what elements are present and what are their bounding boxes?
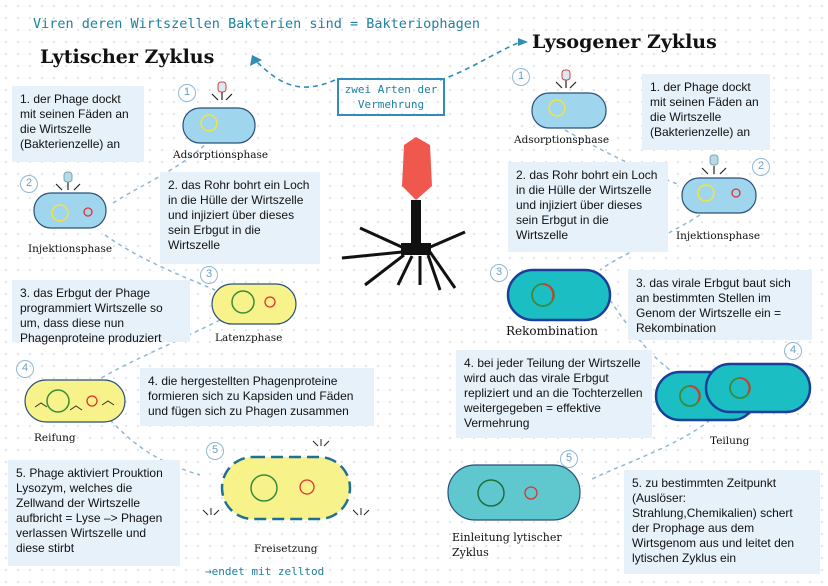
lytic-cell-2 — [33, 171, 107, 229]
lytic-arrow-1 — [109, 139, 211, 206]
lytic-cell-1 — [182, 81, 256, 144]
header-text: Viren deren Wirtszellen Bakterien sind =… — [33, 16, 481, 32]
lyso-step-4-text: 4. bei jeder Teilung der Wirtszelle wird… — [456, 350, 652, 438]
lytic-step-5-text: 5. Phage aktiviert Prouktion Lysozym, we… — [8, 460, 180, 566]
lyso-phase-2-label: Injektionsphase — [676, 230, 761, 242]
lyso-phase-4-label: Teilung — [710, 435, 750, 447]
lyso-step-3-number: 3 — [490, 264, 508, 282]
lyso-step-2-number: 2 — [752, 158, 770, 176]
lytic-cell-4 — [24, 379, 126, 423]
lyso-phase-3-label: Rekombination — [506, 324, 599, 338]
lyso-cell-4 — [654, 362, 812, 422]
lytic-step-4-number: 4 — [16, 360, 34, 378]
lyso-arrow-3 — [609, 299, 671, 371]
lytic-phase-5-label: Freisetzung — [254, 543, 318, 555]
lyso-step-1-text: 1. der Phage dockt mit seinen Fäden an d… — [642, 74, 770, 150]
lytic-step-1-number: 1 — [178, 84, 196, 102]
lyso-step-4-number: 4 — [784, 342, 802, 360]
lytic-step-3-text: 3. das Erbgut der Phage programmiert Wir… — [12, 280, 190, 345]
lyso-step-3-text: 3. das virale Erbgut baut sich an bestim… — [628, 270, 812, 340]
phage-illustration — [341, 137, 466, 291]
lyso-step-1-number: 1 — [512, 68, 530, 86]
lyso-step-5-text: 5. zu bestimmten Zeitpunkt (Auslöser: St… — [624, 470, 820, 574]
lytic-step-1-text: 1. der Phage dockt mit seinen Fäden an d… — [12, 86, 144, 162]
lytic-arrow-3 — [89, 319, 221, 386]
lytic-phase-4-label: Reifung — [34, 432, 76, 444]
lytic-step-2-text: 2. das Rohr bohrt ein Loch in die Hülle … — [160, 172, 320, 264]
lyso-step-2-text: 2. das Rohr bohrt ein Loch in die Hülle … — [508, 162, 668, 252]
lytic-cell-3 — [211, 283, 297, 325]
lyso-cell-2 — [681, 154, 757, 214]
arrow-to-lysogenic — [439, 41, 521, 81]
lytic-title: Lytischer Zyklus — [40, 46, 215, 68]
lytic-step-5-number: 5 — [206, 442, 224, 460]
lyso-cell-1 — [531, 69, 607, 129]
lytic-phase-1-label: Adsorptionsphase — [173, 149, 269, 161]
lytic-cell-5 — [202, 439, 370, 521]
lyso-phase-5-label: Einleitung lytischer Zyklus — [452, 531, 562, 559]
lyso-step-5-number: 5 — [560, 450, 578, 468]
lytic-phase-3-label: Latenzphase — [215, 332, 283, 344]
end-note: →endet mit zelltod — [205, 565, 325, 578]
lytic-step-2-number: 2 — [20, 175, 38, 193]
lyso-cell-5 — [447, 464, 581, 521]
lyso-arrow-4 — [589, 419, 711, 481]
lytic-step-3-number: 3 — [200, 266, 218, 284]
lyso-cell-3 — [506, 268, 612, 322]
lysogenic-title: Lysogener Zyklus — [532, 31, 717, 53]
arrow-to-lytic — [254, 59, 336, 88]
center-label: zwei Arten der Vermehrung — [337, 78, 445, 116]
lytic-phase-2-label: Injektionsphase — [28, 243, 113, 255]
lytic-arrow-4 — [109, 419, 201, 476]
lytic-step-4-text: 4. die hergestellten Phagenproteine form… — [140, 368, 374, 426]
lyso-phase-1-label: Adsorptionsphase — [514, 134, 610, 146]
